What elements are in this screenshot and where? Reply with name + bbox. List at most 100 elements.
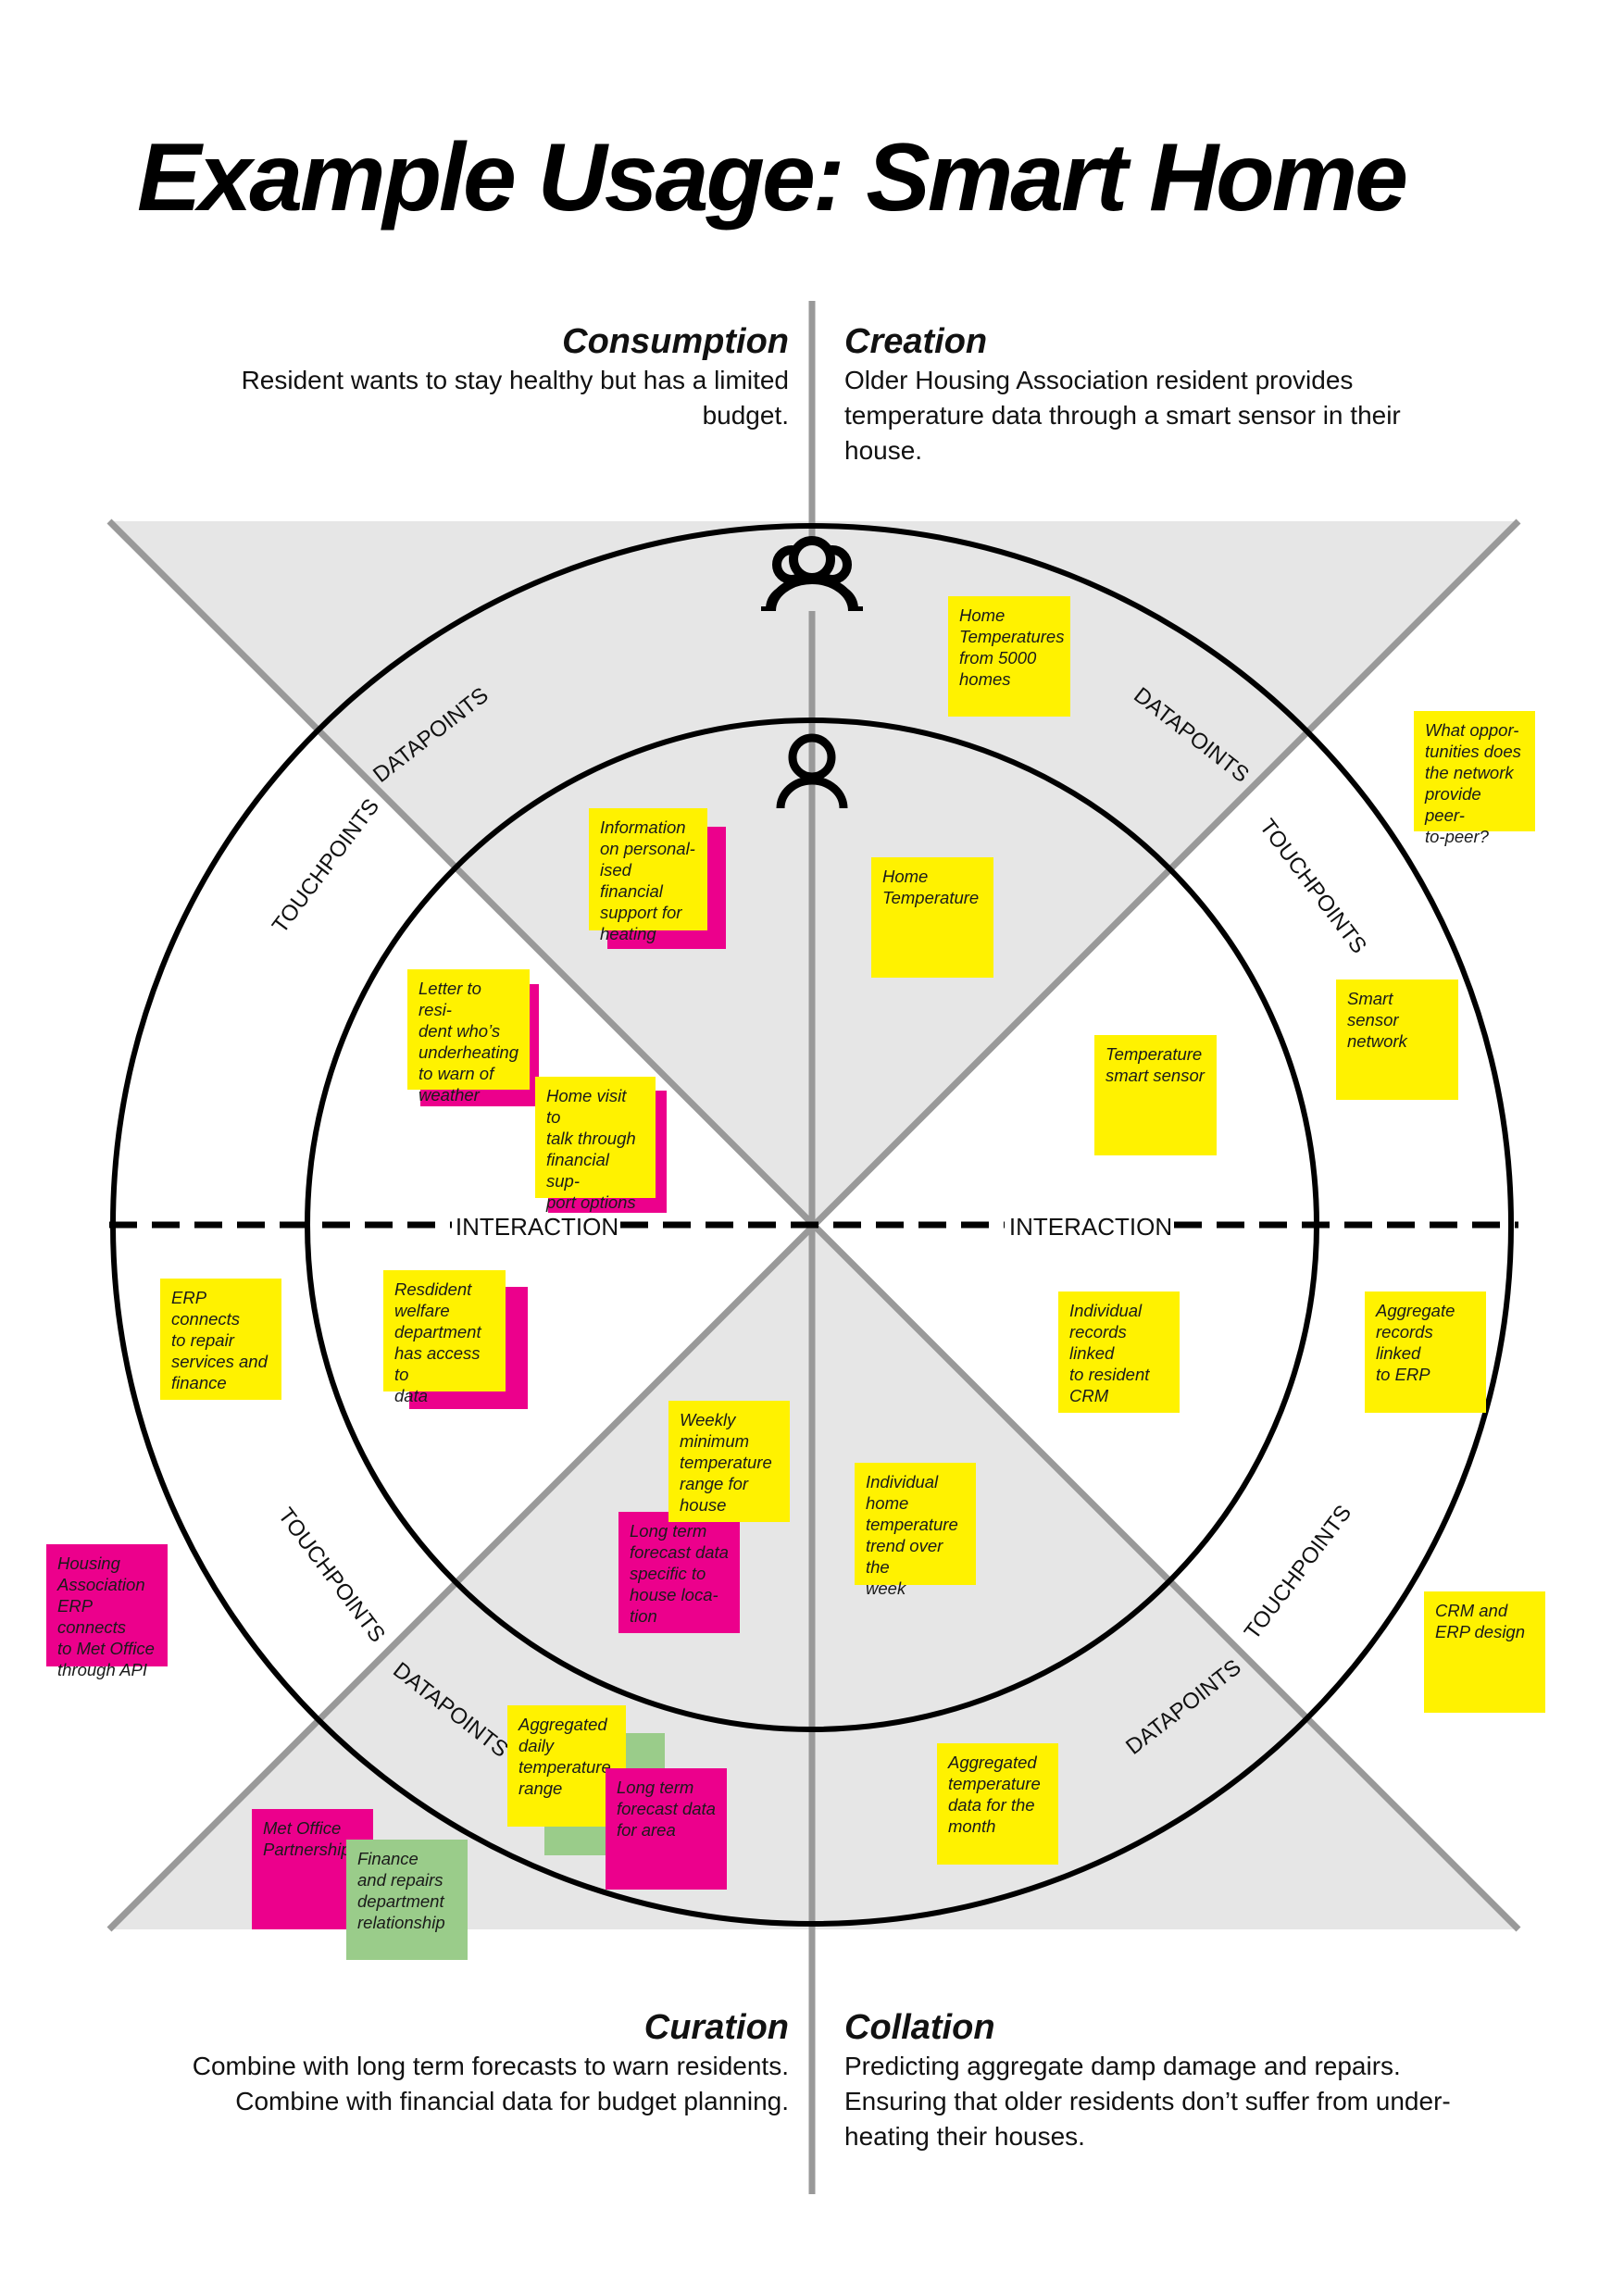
sticky-note-individual-home-trend[interactable]: Individual home temperature trend over t… — [855, 1463, 976, 1598]
note-line: Met Office — [263, 1818, 342, 1838]
sticky-note-home-temperatures-5000[interactable]: Home Temperatures from 5000 homes — [948, 596, 1070, 717]
sticky-note-individual-records-crm[interactable]: Individual records linked to resident CR… — [1058, 1292, 1180, 1413]
single-person-icon — [776, 733, 848, 809]
sticky-note-personalised-financial-support[interactable]: Information on personal- ised financial … — [589, 808, 707, 943]
note-line: services and — [171, 1352, 268, 1371]
note-line: forecast data — [630, 1542, 729, 1562]
note-line: tion — [630, 1606, 657, 1626]
page-title: Example Usage: Smart Home — [137, 124, 1408, 231]
note-line: ERP design — [1435, 1622, 1526, 1641]
consumption-line: Resident wants to stay healthy but has a… — [241, 366, 789, 394]
note-line: homes — [959, 669, 1011, 689]
note-line: support for — [600, 903, 682, 922]
note-line: Home visit to — [546, 1086, 627, 1127]
sticky-note-crm-erp-design[interactable]: CRM and ERP design — [1424, 1591, 1545, 1713]
note-line: What oppor- — [1425, 720, 1519, 740]
sticky-note-temperature-smart-sensor[interactable]: Temperature smart sensor — [1094, 1035, 1217, 1155]
note-line: home — [866, 1493, 909, 1513]
collation-line: heating their houses. — [844, 2122, 1085, 2151]
collation-heading: Collation — [844, 2008, 995, 2047]
curation-line: Combine with long term forecasts to warn… — [192, 2052, 789, 2080]
note-line: Finance — [357, 1849, 418, 1868]
interaction-label-right: INTERACTION — [1009, 1213, 1172, 1241]
note-line: to warn of — [418, 1064, 494, 1083]
note-line: and repairs — [357, 1870, 443, 1890]
note-line: Housing — [57, 1554, 120, 1573]
note-line: Aggregate — [1376, 1301, 1455, 1320]
consumption-quadrant: Consumption Resident wants to stay healt… — [122, 320, 789, 433]
note-line: to ERP — [1376, 1365, 1430, 1384]
creation-line: house. — [844, 436, 923, 465]
note-line: CRM — [1069, 1386, 1109, 1405]
note-line: welfare — [394, 1301, 450, 1320]
curation-heading: Curation — [643, 2008, 789, 2047]
note-line: Information — [600, 817, 686, 837]
note-line: department — [394, 1322, 481, 1341]
note-line: tunities does — [1425, 742, 1521, 761]
creation-line: Older Housing Association resident provi… — [844, 366, 1354, 394]
note-line: Weekly — [680, 1410, 736, 1429]
note-line: Resdident — [394, 1279, 472, 1299]
sticky-note-long-term-forecast-house[interactable]: Long term forecast data specific to hous… — [618, 1512, 740, 1633]
note-line: to resident — [1069, 1365, 1150, 1384]
collation-line: Predicting aggregate damp damage and rep… — [844, 2052, 1401, 2080]
note-line: from 5000 — [959, 648, 1037, 668]
note-line: data — [394, 1386, 429, 1405]
note-line: temperature — [518, 1757, 611, 1777]
note-line: month — [948, 1816, 996, 1836]
note-line: heating — [600, 924, 656, 943]
sticky-note-erp-repair-services[interactable]: ERP connects to repair services and fina… — [160, 1279, 281, 1400]
sticky-note-home-temperature[interactable]: Home Temperature — [871, 857, 993, 978]
note-line: CRM and — [1435, 1601, 1508, 1620]
sticky-note-long-term-forecast-area[interactable]: Long term forecast data for area — [606, 1768, 727, 1890]
note-line: range for — [680, 1474, 749, 1493]
note-line: records linked — [1376, 1322, 1433, 1363]
sticky-note-home-visit[interactable]: Home visit to talk through financial sup… — [535, 1077, 656, 1212]
note-line: Long term — [630, 1521, 707, 1541]
sticky-note-weekly-minimum-temperature[interactable]: Weekly minimum temperature range for hou… — [668, 1401, 790, 1522]
note-line: Temperature — [882, 888, 980, 907]
sticky-note-finance-repairs-relationship[interactable]: Finance and repairs department relations… — [346, 1840, 468, 1960]
note-line: records linked — [1069, 1322, 1127, 1363]
note-line: specific to — [630, 1564, 706, 1583]
note-line: has access to — [394, 1343, 481, 1384]
note-line: Aggregated — [948, 1753, 1037, 1772]
note-line: dent who’s — [418, 1021, 501, 1041]
creation-heading: Creation — [844, 322, 988, 361]
note-line: smart sensor — [1106, 1066, 1205, 1085]
curation-quadrant: Curation Combine with long term forecast… — [122, 2006, 789, 2119]
note-line: underheating — [418, 1042, 519, 1062]
sticky-note-peer-to-peer-opportunities[interactable]: What oppor- tunities does the network pr… — [1414, 711, 1535, 846]
interaction-label-bg-right — [1005, 1206, 1173, 1245]
note-line: ERP connects — [171, 1288, 241, 1329]
note-line: Letter to resi- — [418, 979, 481, 1019]
note-line: department — [357, 1891, 444, 1911]
sticky-note-aggregate-records-erp[interactable]: Aggregate records linked to ERP — [1365, 1292, 1486, 1413]
note-line: temperature — [680, 1453, 772, 1472]
sticky-note-welfare-department[interactable]: Resdident welfare department has access … — [383, 1270, 506, 1405]
note-line: daily — [518, 1736, 555, 1755]
collation-quadrant: Collation Predicting aggregate damp dama… — [844, 2006, 1511, 2154]
note-line: Temperature — [1106, 1044, 1203, 1064]
note-line: relationship — [357, 1913, 445, 1932]
note-line: port options — [546, 1192, 636, 1212]
consumption-heading: Consumption — [562, 322, 789, 361]
note-line: Smart sensor — [1347, 989, 1399, 1029]
note-line: Temperatures — [959, 627, 1065, 646]
note-line: on personal- — [600, 839, 695, 858]
sticky-note-smart-sensor-network[interactable]: Smart sensor network — [1336, 980, 1458, 1100]
note-line: house loca- — [630, 1585, 718, 1604]
note-line: to-peer? — [1425, 827, 1489, 846]
sticky-note-aggregated-month[interactable]: Aggregated temperature data for the mont… — [937, 1743, 1058, 1865]
sticky-note-letter-to-resident[interactable]: Letter to resi- dent who’s underheating … — [407, 969, 530, 1104]
note-line: weather — [418, 1085, 480, 1104]
note-line: trend over the — [866, 1536, 943, 1577]
consumption-line: budget. — [702, 401, 789, 430]
note-line: Partnership — [263, 1840, 351, 1859]
note-line: minimum — [680, 1431, 750, 1451]
sticky-note-erp-met-office-api[interactable]: Housing Association ERP connects to Met … — [46, 1544, 168, 1679]
creation-line: temperature data through a smart sensor … — [844, 401, 1401, 430]
note-line: the network — [1425, 763, 1514, 782]
note-line: Individual — [866, 1472, 939, 1491]
